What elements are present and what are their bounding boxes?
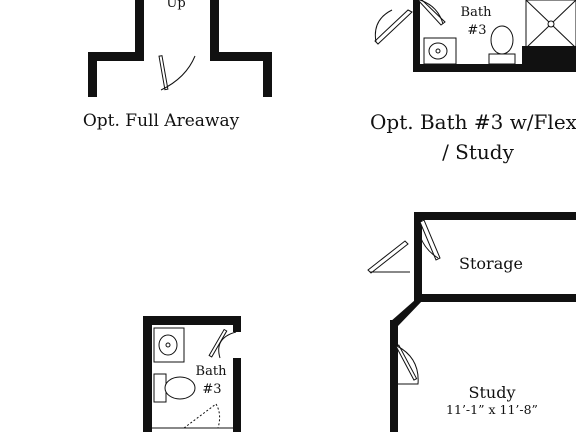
bath-bottom-wall-right-upper (233, 316, 241, 332)
bath-top-door-b-leaf (417, 0, 446, 26)
storage-study-plan: Storage Study 11’-1” x 11’-8” (367, 212, 576, 432)
shower-drain (547, 20, 555, 28)
bath-bottom-plan: Bath #3 (143, 316, 241, 432)
areaway-wall-left-top (88, 52, 144, 61)
bath-top-wall-right-mass (522, 46, 576, 72)
bath-top-label-line2: #3 (467, 23, 486, 38)
study-door-leaf (395, 344, 418, 381)
storage-door-b-swing (419, 235, 439, 259)
bath-bottom-toilet-bowl (164, 376, 196, 400)
bath-top-wall-left (413, 0, 420, 68)
areaway-wall-right-outer (263, 52, 272, 97)
storage-wall-bottom (414, 294, 576, 302)
bath-top-door-a-swing (374, 9, 393, 43)
areaway-door-swing (160, 55, 196, 91)
bath-bottom-door-leaf (208, 328, 228, 358)
storage-door-b-leaf (419, 219, 441, 261)
bath-bottom-wall-left (143, 316, 152, 432)
stair-up-label: Up (166, 0, 185, 11)
shower-stall (525, 0, 576, 49)
study-dimensions: 11’-1” x 11’-8” (446, 402, 538, 417)
study-label: Study (469, 383, 516, 402)
areaway-plan: Up Opt. Full Areaway (83, 0, 272, 131)
storage-label: Storage (459, 254, 523, 273)
study-door-swing (396, 345, 419, 385)
bath-top-label-line1: Bath (461, 5, 493, 20)
bath-bottom-pocket-door-track (183, 403, 217, 429)
bath-flex-plan: Bath #3 Opt. Bath #3 w/Flex / Study (370, 0, 576, 164)
study-wall-angled (390, 300, 423, 326)
toilet-tank (488, 53, 516, 65)
bath-bottom-pocket-door-arc (215, 403, 221, 429)
bath-bottom-toilet-tank (153, 373, 167, 403)
bath-flex-title-line1: Opt. Bath #3 w/Flex (370, 110, 576, 134)
toilet-bowl (490, 25, 514, 55)
storage-wall-top (414, 212, 576, 220)
bath-flex-title-line2: / Study (442, 140, 515, 164)
bath-bottom-wall-right-lower (233, 358, 241, 432)
bath-bottom-door-swing (218, 331, 237, 359)
bath-bottom-label-line1: Bath (196, 364, 228, 379)
areaway-title: Opt. Full Areaway (83, 111, 240, 131)
bath-top-door-b-swing (419, 0, 444, 25)
areaway-wall-left-outer (88, 52, 97, 97)
bath-bottom-sink-drain (165, 342, 171, 348)
bath-bottom-label-line2: #3 (202, 382, 221, 397)
areaway-wall-right-inner (210, 0, 219, 54)
storage-wall-left (414, 212, 422, 296)
bath-top-wall-bottom (413, 64, 576, 72)
bath-top-door-a-leaf (374, 9, 413, 45)
areaway-wall-right-top (210, 52, 272, 61)
study-wall-left (390, 320, 398, 432)
areaway-wall-left-inner (135, 0, 144, 54)
storage-door-a-leaf (367, 240, 409, 274)
sink-drain (435, 48, 441, 54)
bath-bottom-wall-top (143, 316, 241, 325)
areaway-door-leaf (158, 55, 169, 91)
